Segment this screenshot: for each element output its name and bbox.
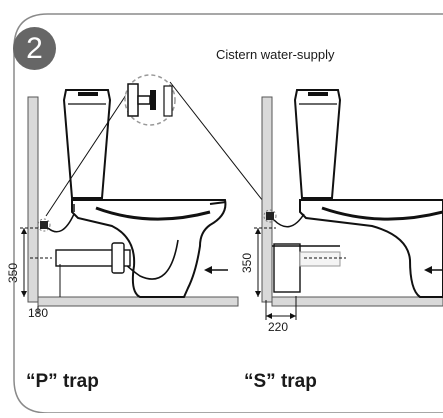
toilet-bowl [71, 199, 227, 298]
floor [37, 296, 239, 307]
cistern [62, 89, 112, 199]
p-trap-diagram [20, 81, 271, 314]
step-number-badge: 2 [13, 27, 56, 70]
toilet-bowl [299, 199, 443, 298]
valve-detail-callout [124, 74, 176, 126]
wall [261, 96, 273, 303]
p-trap-height-label: 350 [6, 262, 21, 284]
s-trap-caption: “S” trap [244, 371, 317, 392]
s-trap-width-label: 220 [268, 320, 289, 334]
floor [271, 296, 443, 307]
panel-frame [13, 13, 443, 414]
s-trap-outlet [273, 243, 301, 293]
p-trap-caption: “P” trap [26, 371, 99, 392]
wall [27, 96, 39, 303]
p-trap-width-label: 180 [28, 306, 49, 320]
water-inlet-valve [263, 209, 277, 223]
s-trap-diagram [254, 89, 443, 320]
cistern [293, 89, 342, 199]
water-inlet-valve [37, 218, 51, 232]
cistern-supply-label: Cistern water-supply [216, 47, 335, 62]
s-trap-height-label: 350 [240, 252, 255, 274]
